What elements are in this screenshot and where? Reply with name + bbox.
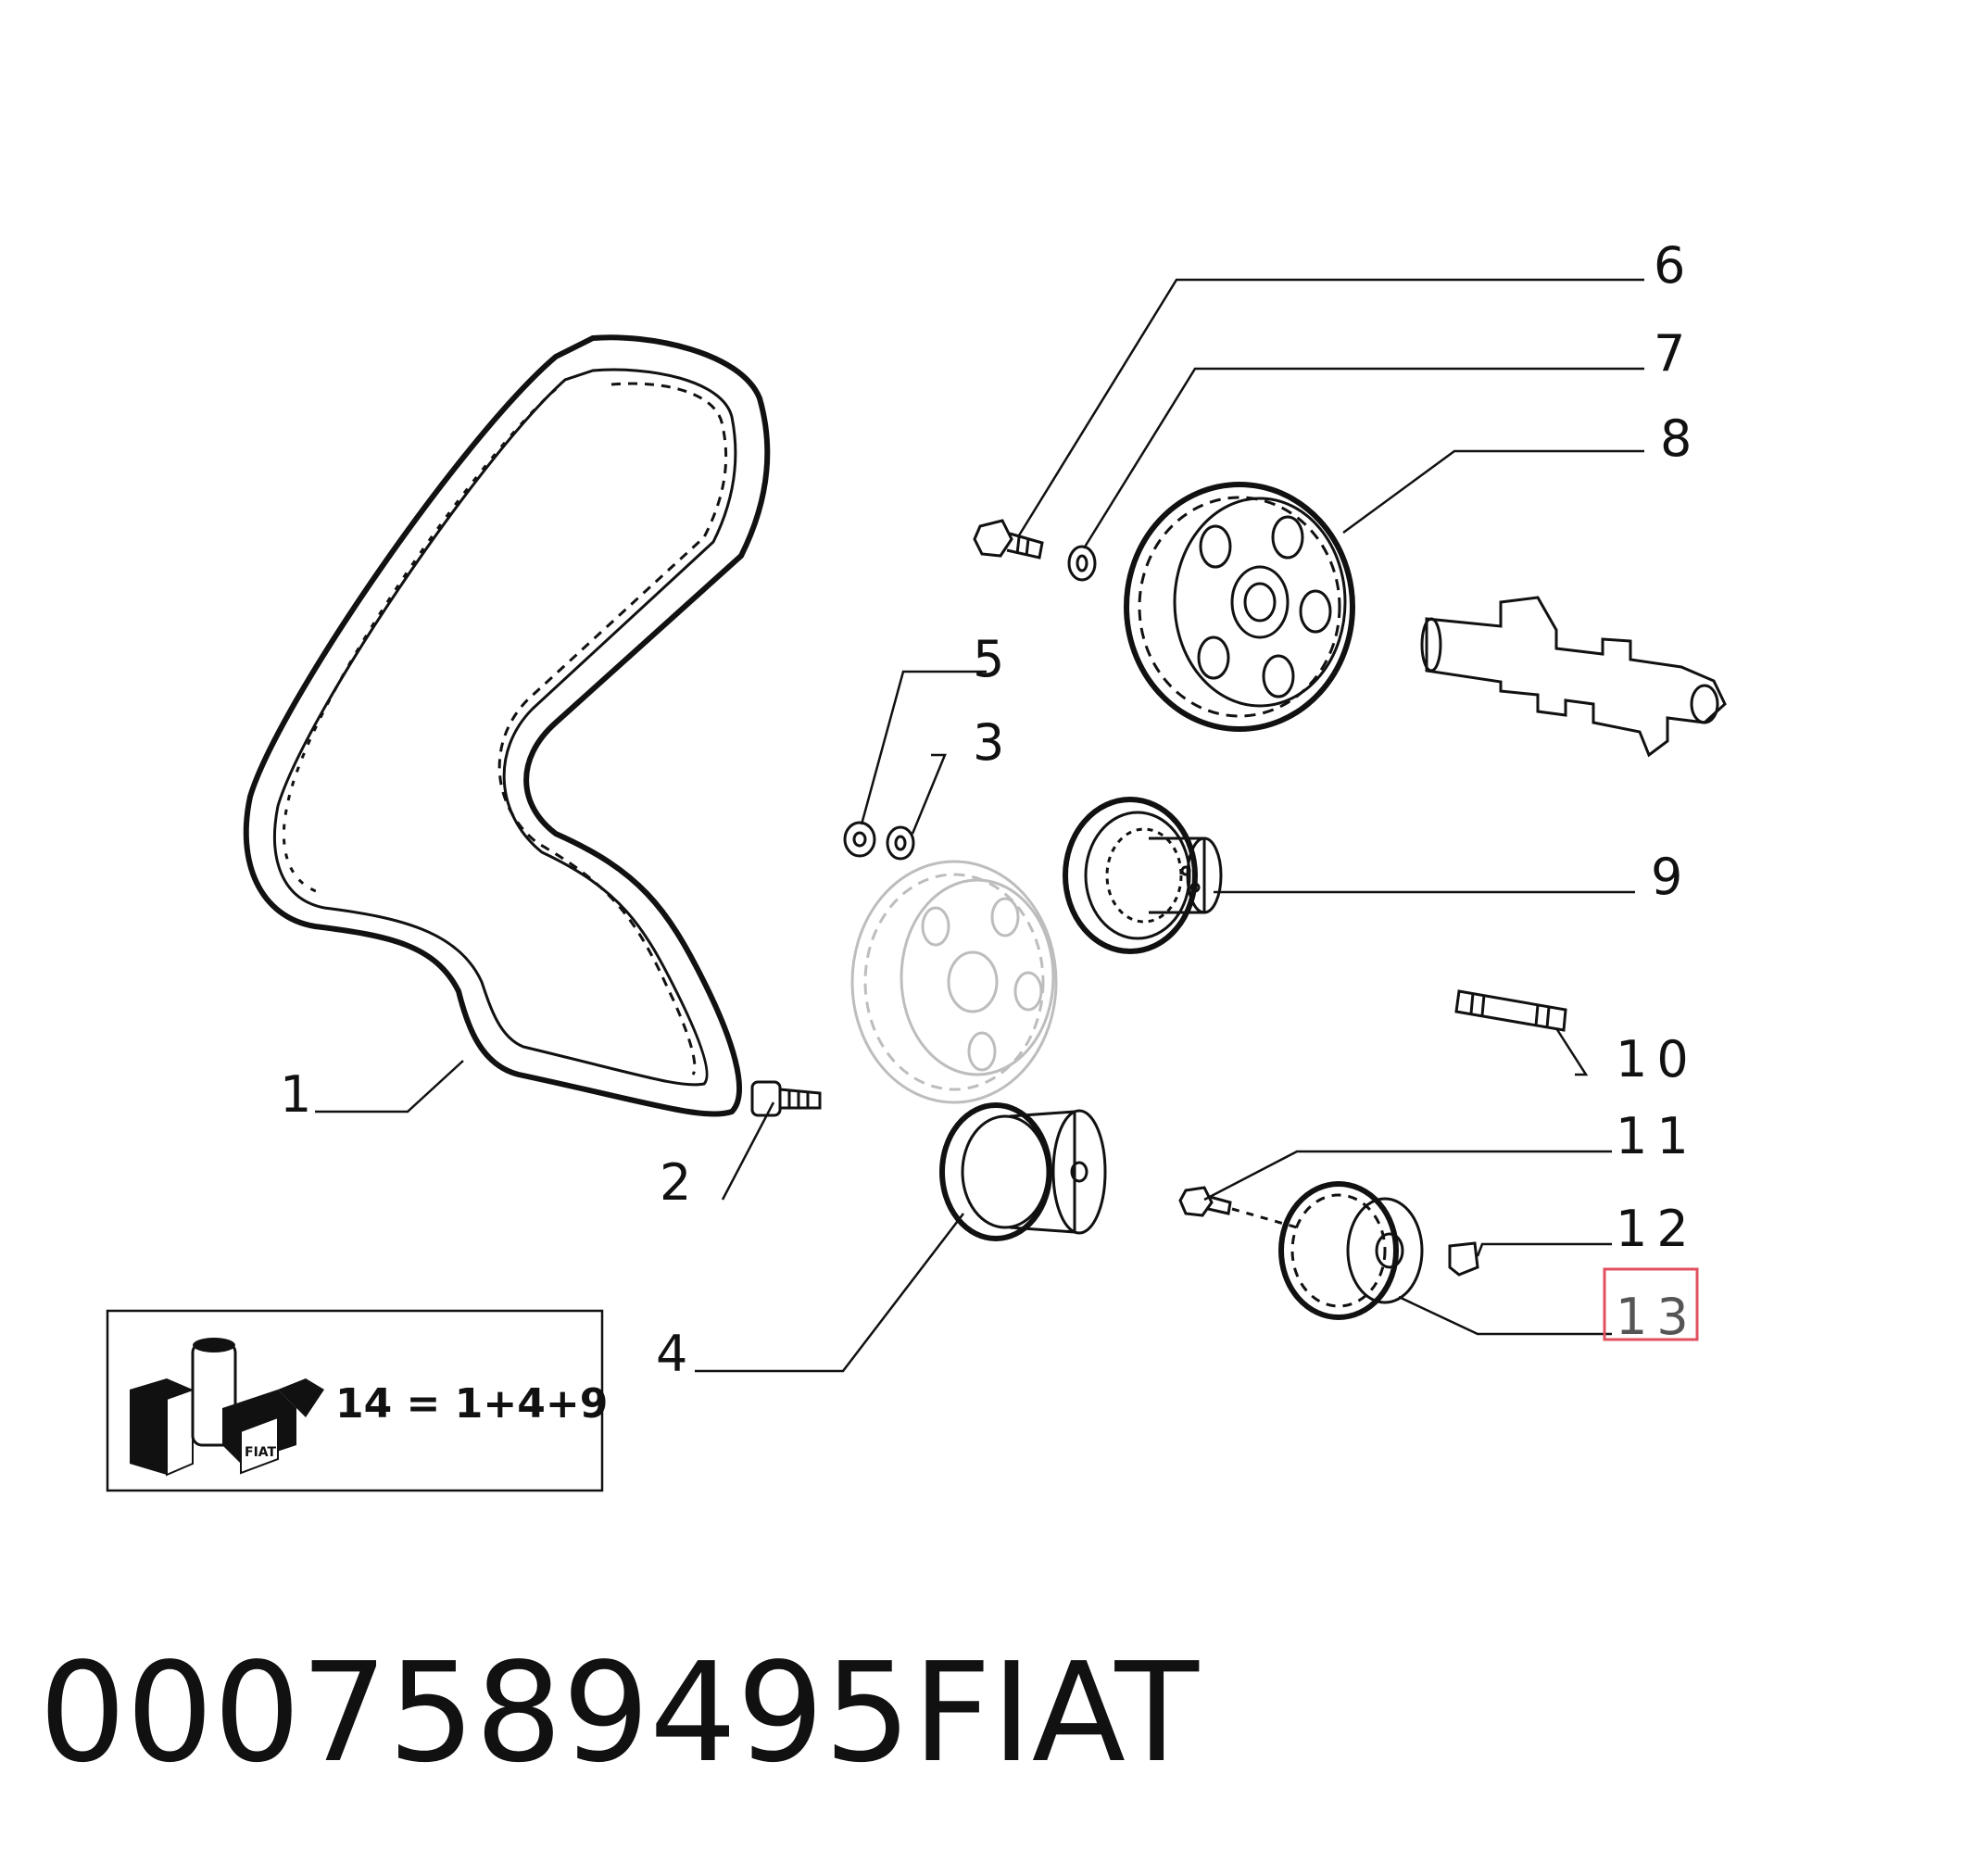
kit-legend: FIAT 14 = 1+4+9 [106,1309,608,1492]
camshaft-bolt [973,519,1044,560]
crankshaft-pulley-ghost [850,860,1058,1104]
footer-brand: FIAT [912,1633,1200,1793]
callout-6: 6 [1654,236,1694,295]
callout-7: 7 [1654,324,1694,383]
timing-belt [243,334,771,1117]
callout-10: 10 [1616,1030,1698,1088]
callout-1: 1 [280,1065,321,1124]
callout-5: 5 [973,630,1013,688]
tensioner-roller [1063,797,1223,954]
callout-12: 12 [1616,1200,1698,1258]
idler-roller [939,1102,1107,1241]
callout-3: 3 [973,713,1013,772]
callout-11: 11 [1616,1107,1698,1165]
kit-formula: 14 = 1+4+9 [335,1380,608,1428]
callout-9: 9 [1651,848,1692,906]
kit-brand-stamp: FIAT [245,1445,277,1460]
woodruff-key [1448,1241,1479,1277]
callout-2: 2 [660,1153,700,1212]
callout-13-highlight [1603,1267,1699,1341]
kit-box-icon: FIAT [130,1338,324,1477]
nut [843,821,876,858]
stud [1454,989,1567,1032]
crankshaft-sprocket [1278,1181,1424,1320]
leader-lines [315,278,1644,1373]
callout-8: 8 [1660,409,1701,468]
callout-labels: 1 2 3 4 5 6 7 8 9 10 11 12 13 [280,236,1701,1383]
tensioner-bolt [750,1080,822,1117]
callout-4: 4 [656,1325,697,1383]
washer [886,825,915,861]
camshaft-pulley [1124,482,1355,732]
part-number: 0007589495 [39,1633,912,1793]
sprocket-screw [1178,1186,1298,1229]
camshaft-washer [1067,545,1097,582]
camshaft [1420,596,1727,758]
callout-13: 13 [1616,1288,1698,1346]
